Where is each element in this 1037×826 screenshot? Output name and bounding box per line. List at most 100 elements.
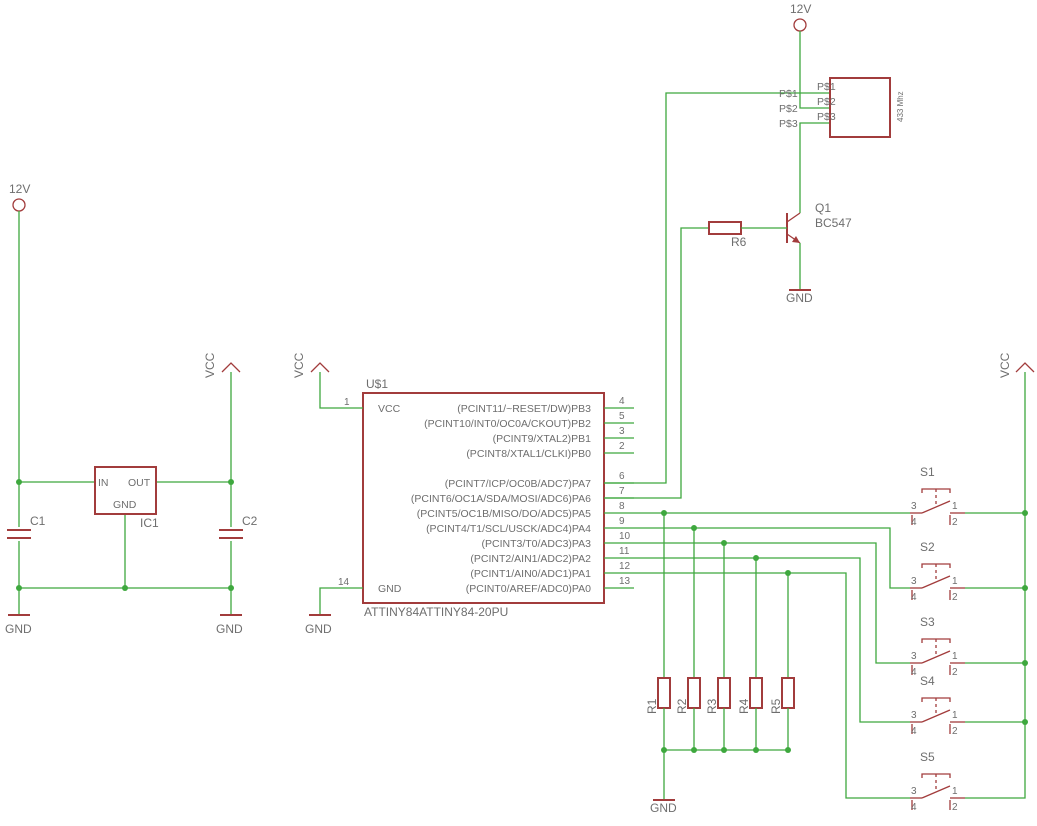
mcu-pin-name: (PCINT5/OC1B/MISO/DO/ADC5)PA5	[417, 508, 591, 520]
ground-label: GND	[786, 291, 813, 305]
junction	[785, 747, 791, 753]
junction	[691, 747, 697, 753]
switch-pin-label: 4	[911, 592, 917, 603]
junction	[1022, 510, 1028, 516]
mcu-pin-name: (PCINT4/T1/SCL/USCK/ADC4)PA4	[426, 523, 591, 535]
supply-12v-symbol	[12, 198, 26, 212]
pushbutton-switch	[910, 638, 965, 675]
mcu-name: U$1	[366, 377, 388, 391]
mcu-pin-number: 3	[619, 426, 625, 437]
regulator-pin-out: OUT	[128, 477, 151, 489]
switch-label: S3	[920, 615, 935, 629]
mcu-pin-number: 6	[619, 471, 625, 482]
switch-pin-label: 4	[911, 667, 917, 678]
resistor-pulldown	[687, 677, 701, 709]
junction	[721, 747, 727, 753]
junction	[16, 585, 22, 591]
mcu-pin-name: (PCINT1/AIN0/ADC1)PA1	[470, 568, 591, 580]
pushbutton-switch	[910, 773, 965, 810]
wire-12v-tx	[799, 31, 830, 109]
switch-pin-label: 3	[911, 710, 917, 721]
resistor-pulldown	[717, 677, 731, 709]
switch-label: S2	[920, 540, 935, 554]
ground-label: GND	[305, 622, 332, 636]
switch-label: S1	[920, 465, 935, 479]
transmitter-pin-inner: P$3	[817, 111, 836, 123]
capacitor-c1: C1	[7, 514, 46, 539]
regulator-name: IC1	[140, 516, 159, 530]
resistor-pulldown	[749, 677, 763, 709]
mcu-pin-number: 10	[619, 531, 631, 542]
junction	[1022, 719, 1028, 725]
transmitter-pin: P$3	[779, 118, 798, 130]
wire-pa6-base	[604, 227, 709, 499]
resistor-pulldown-label: R1	[645, 698, 659, 714]
junction	[122, 585, 128, 591]
mcu-right-pins: (PCINT11/~RESET/DW)PB34(PCINT10/INT0/OC0…	[411, 396, 634, 595]
wire-signal	[634, 557, 910, 723]
wire-pa7-data	[604, 92, 830, 484]
mcu-pin-name: (PCINT10/INT0/OC0A/CKOUT)PB2	[424, 418, 591, 430]
switch-label: S5	[920, 750, 935, 764]
transistor-value: BC547	[815, 216, 852, 230]
switch-pin-label: 2	[952, 667, 958, 678]
transmitter-pin-inner: P$1	[817, 81, 836, 93]
switch-pin-label: 2	[952, 517, 958, 528]
transistor-name: Q1	[815, 201, 831, 215]
regulator-pin-in: IN	[98, 477, 109, 489]
vcc-arrow-symbol	[221, 362, 241, 373]
mcu-pin-number: 1	[344, 397, 350, 408]
wire-mcu-gnd	[319, 587, 363, 615]
supply-12v-label: 12V	[790, 2, 811, 16]
switch-pin-label: 1	[952, 501, 958, 512]
switch-pin-label: 3	[911, 501, 917, 512]
vcc-arrow-symbol	[310, 362, 330, 373]
switch-pin-label: 1	[952, 786, 958, 797]
supply-12v-symbol	[793, 18, 807, 32]
wire-12v-in	[18, 211, 95, 483]
mcu-pin-name: (PCINT0/AREF/ADC0)PA0	[466, 583, 591, 595]
switch-pin-label: 1	[952, 710, 958, 721]
mcu-pin-number: 5	[619, 411, 625, 422]
capacitor-c1-label: C1	[30, 514, 46, 528]
mcu-pin-name: (PCINT6/OC1A/SDA/MOSI/ADC6)PA6	[411, 493, 591, 505]
mcu-pin-name: (PCINT11/~RESET/DW)PB3	[457, 403, 591, 415]
capacitor-c2: C2	[219, 514, 258, 539]
resistor-pulldown	[657, 677, 671, 709]
supply-12v-label: 12V	[9, 182, 30, 196]
switch-pin-label: 2	[952, 592, 958, 603]
input-section: VCC GND R1S13412R2S23412R3S33412R4S43412…	[634, 352, 1035, 815]
mcu-pin-number: 14	[338, 577, 350, 588]
mcu-pin-name: (PCINT7/ICP/OC0B/ADC7)PA7	[445, 478, 591, 490]
mcu-pin-name: GND	[378, 583, 402, 595]
wire-mcu-vcc	[319, 372, 363, 409]
mcu-pin-number: 8	[619, 501, 625, 512]
switch-pin-label: 3	[911, 651, 917, 662]
mcu-pin-number: 12	[619, 561, 631, 572]
transistor-q1	[786, 212, 801, 244]
vcc-label: VCC	[292, 352, 306, 378]
vcc-label: VCC	[998, 352, 1012, 378]
wire-signal	[634, 542, 910, 664]
resistor-pulldown-label: R2	[675, 698, 689, 714]
switch-pin-label: 3	[911, 576, 917, 587]
mcu-pin-name: VCC	[378, 403, 401, 415]
ground-label: GND	[216, 622, 243, 636]
junction	[1022, 660, 1028, 666]
switch-pin-label: 4	[911, 517, 917, 528]
vcc-arrow-symbol	[1015, 362, 1035, 373]
capacitor-c2-label: C2	[242, 514, 258, 528]
wire-vcc-rail	[965, 372, 1026, 799]
regulator-body	[94, 466, 157, 515]
wire-signal	[634, 572, 910, 799]
mcu-pin-number: 7	[619, 486, 625, 497]
regulator-pin-gnd: GND	[113, 499, 137, 511]
transmitter-module	[829, 77, 891, 138]
resistor-pulldown-label: R5	[769, 698, 783, 714]
switch-pin-label: 4	[911, 802, 917, 813]
transmitter-pin-inner: P$2	[817, 96, 836, 108]
ground-label: GND	[5, 622, 32, 636]
mcu-value: ATTINY84ATTINY84-20PU	[364, 605, 508, 619]
